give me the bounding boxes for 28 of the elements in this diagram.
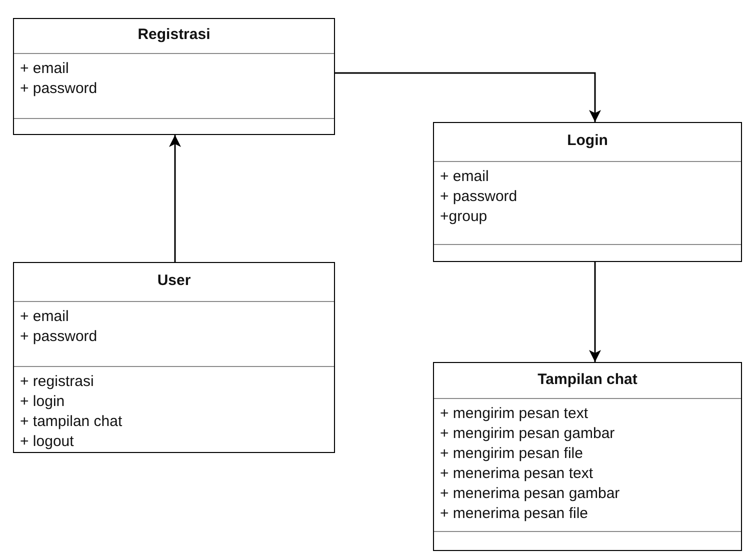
class-name: User [156, 272, 192, 289]
class-name: Login [566, 132, 609, 149]
attribute-text: + menerima pesan gambar [440, 484, 620, 504]
class-name: Registrasi [136, 26, 212, 43]
attribute-text: + email [440, 167, 489, 187]
class-name: Tampilan chat [536, 370, 638, 388]
arrow [589, 262, 601, 362]
class-box [433, 122, 742, 262]
attribute-text: + menerima pesan file [440, 504, 588, 524]
attribute-text: + password [20, 327, 98, 347]
attribute-text: + menerima pesan text [440, 464, 593, 484]
attribute-text: + mengirim pesan gambar [440, 424, 615, 444]
method-text: + logout [20, 432, 74, 452]
attribute-text: + mengirim pesan text [440, 404, 588, 424]
method-text: + tampilan chat [20, 412, 122, 432]
attribute-text: + password [440, 187, 518, 207]
attribute-text: + email [20, 307, 69, 327]
class-box [433, 362, 742, 551]
attribute-text: +group [440, 207, 488, 227]
class-box [13, 262, 335, 453]
class-box [13, 18, 335, 135]
arrow [335, 72, 601, 122]
method-text: + login [20, 392, 65, 412]
attribute-text: + email [20, 59, 69, 79]
attribute-text: + password [20, 79, 98, 99]
method-text: + registrasi [20, 372, 94, 392]
arrow [169, 135, 181, 262]
attribute-text: + mengirim pesan file [440, 444, 583, 464]
